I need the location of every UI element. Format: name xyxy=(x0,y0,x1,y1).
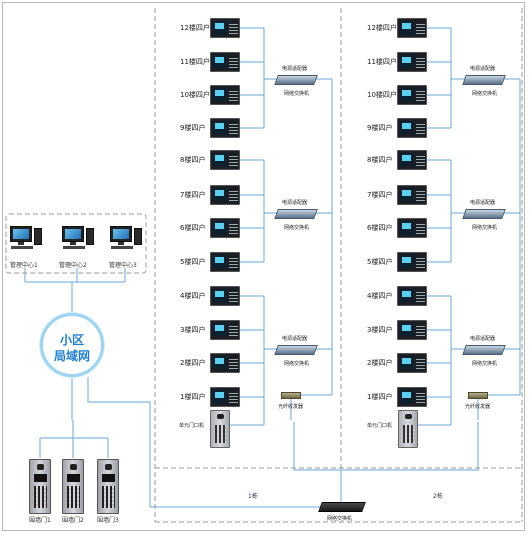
floor-label: 4楼四户 xyxy=(367,292,393,300)
indoor-monitor xyxy=(210,118,240,138)
indoor-monitor xyxy=(210,218,240,238)
network-switch-label: 网络交换机 xyxy=(284,225,310,231)
network-switch xyxy=(462,345,506,355)
management-center-label: 管理中心3 xyxy=(109,262,137,269)
indoor-monitor xyxy=(210,52,240,72)
floor-label: 4楼四户 xyxy=(180,292,206,300)
floor-label: 7楼四户 xyxy=(180,191,206,199)
network-switch xyxy=(462,209,506,219)
power-adapter-label: 电源适配器 xyxy=(282,336,308,342)
floor-label: 9楼四户 xyxy=(180,124,206,132)
building-label: 2栋 xyxy=(433,493,443,500)
floor-label: 2楼四户 xyxy=(367,359,393,367)
floor-label: 1楼四户 xyxy=(180,393,206,401)
network-switch-label: 网络交换机 xyxy=(284,91,310,97)
main-network-switch xyxy=(318,502,366,512)
fiber-transceiver-label: 光纤收发器 xyxy=(465,404,491,410)
floor-label: 5楼四户 xyxy=(180,258,206,266)
unit-door-station-label: 单元门口机 xyxy=(179,423,205,429)
region-borders xyxy=(5,8,523,523)
floor-label: 5楼四户 xyxy=(367,258,393,266)
floor-label: 7楼四户 xyxy=(367,191,393,199)
floor-label: 3楼四户 xyxy=(180,326,206,334)
lan-label-line2: 局域网 xyxy=(53,349,90,363)
indoor-monitor xyxy=(397,252,427,272)
floor-label: 11楼四户 xyxy=(367,58,397,66)
network-switch xyxy=(274,209,318,219)
floor-label: 12楼四户 xyxy=(367,24,397,32)
indoor-monitor xyxy=(397,185,427,205)
fiber-transceiver xyxy=(468,392,488,399)
power-adapter-label: 电源适配器 xyxy=(282,66,308,72)
indoor-monitor xyxy=(210,150,240,170)
wall-gate-2-station xyxy=(62,459,84,514)
indoor-monitor xyxy=(397,18,427,38)
floor-label: 6楼四户 xyxy=(367,224,393,232)
floor-label: 6楼四户 xyxy=(180,224,206,232)
floor-label: 8楼四户 xyxy=(180,156,206,164)
network-switch-label: 网络交换机 xyxy=(284,361,310,367)
floor-label: 2楼四户 xyxy=(180,359,206,367)
wall-gate-label: 围墙门1 xyxy=(29,517,51,524)
floor-label: 3楼四户 xyxy=(367,326,393,334)
indoor-monitor xyxy=(397,286,427,306)
network-switch-label: 网络交换机 xyxy=(472,225,498,231)
indoor-monitor xyxy=(210,18,240,38)
indoor-monitor xyxy=(210,320,240,340)
indoor-monitor xyxy=(397,387,427,407)
main-switch-label: 网络交换机 xyxy=(327,516,353,522)
indoor-monitor xyxy=(210,185,240,205)
unit-door-station xyxy=(398,410,418,448)
indoor-monitor xyxy=(210,252,240,272)
indoor-monitor xyxy=(397,150,427,170)
floor-label: 11楼四户 xyxy=(180,58,210,66)
indoor-monitor xyxy=(397,118,427,138)
network-switch xyxy=(274,345,318,355)
power-adapter-label: 电源适配器 xyxy=(470,200,496,206)
indoor-monitor xyxy=(210,286,240,306)
power-adapter-label: 电源适配器 xyxy=(282,200,308,206)
floor-label: 10楼四户 xyxy=(180,91,210,99)
indoor-monitor xyxy=(210,387,240,407)
floor-label: 12楼四户 xyxy=(180,24,210,32)
wall-gate-3-station xyxy=(97,459,119,514)
fiber-transceiver-label: 光纤收发器 xyxy=(278,404,304,410)
network-switch-label: 网络交换机 xyxy=(472,91,498,97)
floor-label: 10楼四户 xyxy=(367,91,397,99)
indoor-monitor xyxy=(210,85,240,105)
power-adapter-label: 电源适配器 xyxy=(470,336,496,342)
indoor-monitor xyxy=(397,218,427,238)
building-label: 1栋 xyxy=(248,493,258,500)
unit-door-station xyxy=(210,410,230,448)
power-adapter-label: 电源适配器 xyxy=(470,66,496,72)
floor-label: 1楼四户 xyxy=(367,393,393,401)
wall-gate-label: 围墙门3 xyxy=(97,517,119,524)
indoor-monitor xyxy=(397,320,427,340)
network-switch xyxy=(274,75,318,85)
network-switch-label: 网络交换机 xyxy=(472,361,498,367)
indoor-monitor xyxy=(397,85,427,105)
lan-label-line1: 小区 xyxy=(59,333,84,347)
floor-label: 9楼四户 xyxy=(367,124,393,132)
indoor-monitor xyxy=(397,52,427,72)
indoor-monitor xyxy=(210,353,240,373)
floor-label: 8楼四户 xyxy=(367,156,393,164)
wall-gate-label: 围墙门2 xyxy=(62,517,84,524)
indoor-monitor xyxy=(397,353,427,373)
management-center-label: 管理中心2 xyxy=(59,262,87,269)
network-switch xyxy=(462,75,506,85)
management-center-label: 管理中心1 xyxy=(10,262,38,269)
unit-door-station-label: 单元门口机 xyxy=(367,423,393,429)
fiber-transceiver xyxy=(281,392,301,399)
community-lan: 小区 局域网 xyxy=(40,313,104,377)
wall-gate-1-station xyxy=(29,459,51,514)
diagram-border xyxy=(2,2,525,531)
network-wires xyxy=(24,268,479,508)
